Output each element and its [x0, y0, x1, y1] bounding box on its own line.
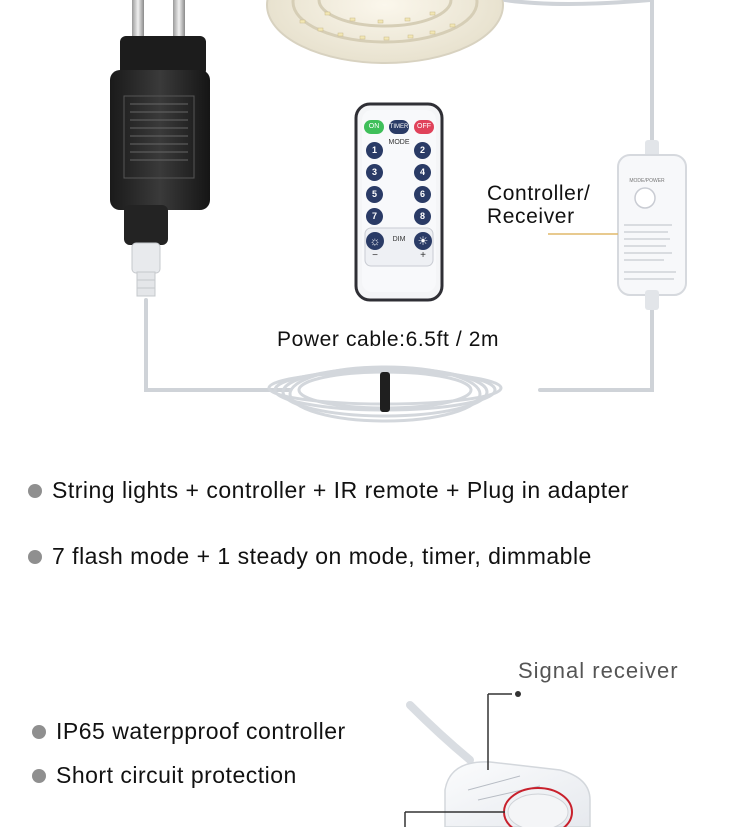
feature-item: String lights + controller + IR remote +… — [28, 477, 629, 504]
feature-text: Short circuit protection — [56, 762, 297, 788]
remote-button-on[interactable]: ON — [364, 120, 384, 134]
remote-dim-minus-button[interactable]: ☼ — [366, 232, 384, 250]
remote-minus-label: − — [372, 250, 378, 261]
feature-item: Short circuit protection — [32, 762, 297, 789]
remote-key-7[interactable]: 7 — [366, 208, 383, 225]
controller-closeup — [404, 691, 591, 827]
feature-text: 7 flash mode + 1 steady on mode, timer, … — [52, 543, 592, 569]
led-strip-reel — [266, 0, 504, 64]
bullet-dot — [32, 724, 46, 739]
controller-box — [617, 140, 687, 310]
remote-key-4[interactable]: 4 — [414, 164, 431, 181]
feature-item: IP65 waterpproof controller — [32, 718, 346, 745]
controller-box-label: MODE/POWER — [629, 178, 665, 184]
bullet-dot — [28, 549, 42, 564]
plug-adapter — [110, 0, 210, 297]
remote-key-6[interactable]: 6 — [414, 186, 431, 203]
remote-button-off[interactable]: OFF — [414, 120, 434, 134]
controller-label-line1: Controller/ — [487, 182, 591, 205]
remote-plus-label: + — [420, 250, 426, 261]
signal-receiver-label: Signal receiver — [518, 658, 679, 683]
remote-key-1[interactable]: 1 — [366, 142, 383, 159]
power-cable-label: Power cable:6.5ft / 2m — [277, 328, 500, 351]
bullet-dot — [32, 768, 46, 783]
remote-key-2[interactable]: 2 — [414, 142, 431, 159]
remote-key-8[interactable]: 8 — [414, 208, 431, 225]
controller-label-line2: Receiver — [487, 205, 575, 229]
feature-text: String lights + controller + IR remote +… — [52, 477, 630, 503]
remote-key-3[interactable]: 3 — [366, 164, 383, 181]
feature-text: IP65 waterpproof controller — [56, 718, 346, 744]
cable-wire — [144, 0, 654, 392]
bullet-dot — [28, 483, 42, 498]
feature-item: 7 flash mode + 1 steady on mode, timer, … — [28, 543, 592, 570]
controller-receiver-label: Controller/ Receiver — [487, 182, 590, 228]
remote-key-5[interactable]: 5 — [366, 186, 383, 203]
cable-tie — [380, 372, 390, 412]
remote-dim-label: DIM — [392, 236, 406, 243]
remote-mode-label: MODE — [388, 139, 410, 146]
remote-button-timer[interactable]: TIMER — [389, 120, 409, 134]
remote-dim-plus-button[interactable]: ☀ — [414, 232, 432, 250]
